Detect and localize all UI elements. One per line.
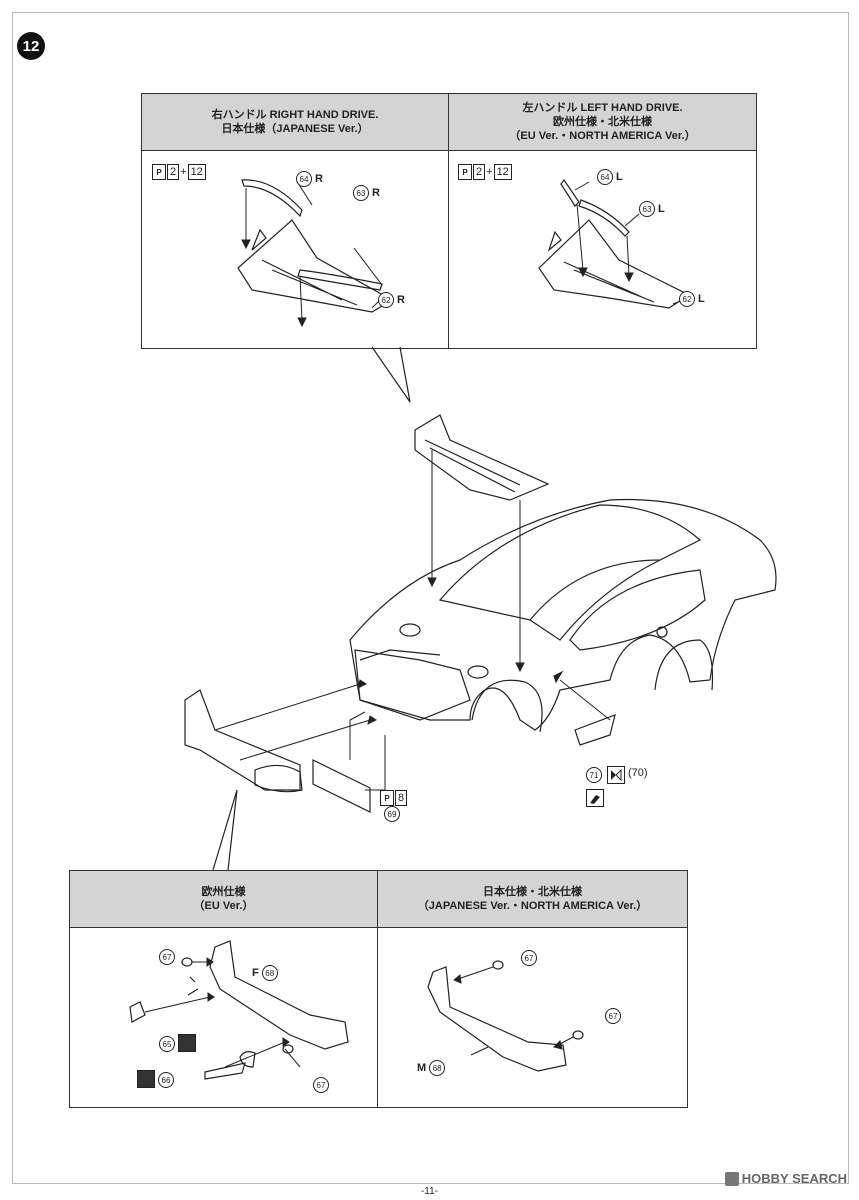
header-line: 右ハンドル RIGHT HAND DRIVE. [211, 109, 379, 121]
header-line: 欧州仕様 [201, 886, 246, 898]
part-callout-67: 67 [159, 949, 175, 965]
region-variant-panel: 欧州仕様 （EU Ver.） 日本仕様・北米仕様 （JAPANESE Ver.・… [69, 870, 688, 1108]
paint-number: 2 [167, 164, 180, 180]
drive-variant-panel: 右ハンドル RIGHT HAND DRIVE. 日本仕様（JAPANESE Ve… [141, 93, 757, 349]
part-callout-66: 66 [158, 1072, 174, 1088]
step-number-badge: 12 [17, 32, 45, 60]
paint-stripe-icon [178, 1034, 196, 1052]
header-line: （EU Ver.・NORTH AMERICA Ver.） [509, 130, 696, 142]
paint-hue-icon: P [152, 164, 166, 180]
part-callout-69: 69 [384, 806, 400, 822]
panel-divider [448, 94, 449, 348]
glue-icon [586, 789, 604, 807]
cowl-assembly-rhd-drawing [237, 179, 394, 328]
header-line: （EU Ver.） [193, 900, 254, 912]
header-line: 日本仕様（JAPANESE Ver.） [221, 123, 369, 135]
paint-stripe-icon [137, 1070, 155, 1088]
paint-number: 12 [493, 164, 512, 180]
panel-divider [377, 871, 378, 1107]
watermark-text: HOBBY SEARCH [741, 1171, 847, 1186]
header-line: 欧州仕様・北米仕様 [553, 116, 652, 128]
header-line: 左ハンドル LEFT HAND DRIVE. [522, 102, 683, 114]
header-line: 日本仕様・北米仕様 [483, 886, 582, 898]
watermark: HOBBY SEARCH [724, 1171, 847, 1186]
cowl-assembly-lhd-drawing [538, 178, 691, 309]
paint-reference: P 2 + 12 [458, 164, 512, 180]
paint-plus: + [180, 166, 187, 178]
header-line: （JAPANESE Ver.・NORTH AMERICA Ver.） [417, 900, 648, 912]
paint-hue-icon: P [380, 790, 394, 806]
page-number: -11- [420, 1186, 439, 1197]
part-callout-71: 71 [586, 767, 602, 783]
part-callout-67: 67 [313, 1077, 329, 1093]
page-frame [12, 12, 849, 1184]
panel-header-eu: 欧州仕様 （EU Ver.） [70, 871, 377, 928]
part-callout-70-alt: (70) [628, 767, 648, 779]
panel-header-left-hand: 左ハンドル LEFT HAND DRIVE. 欧州仕様・北米仕様 （EU Ver… [449, 94, 756, 151]
panel-header-japan-na: 日本仕様・北米仕様 （JAPANESE Ver.・NORTH AMERICA V… [378, 871, 687, 928]
part-callout-65: 65 [159, 1036, 175, 1052]
paint-number: 8 [395, 790, 408, 806]
part-callout-67: 67 [605, 1008, 621, 1024]
paint-reference-69: P 8 [380, 790, 408, 806]
alternative-part-icon [607, 766, 625, 784]
paint-number: 12 [187, 164, 206, 180]
paint-plus: + [486, 166, 493, 178]
paint-hue-icon: P [458, 164, 472, 180]
paint-reference: P 2 + 12 [152, 164, 206, 180]
front-bumper-eu-drawing [129, 940, 349, 1080]
front-bumper-jp-na-drawing [427, 960, 584, 1072]
paint-number: 2 [473, 164, 486, 180]
part-callout-67: 67 [521, 950, 537, 966]
panel-header-right-hand: 右ハンドル RIGHT HAND DRIVE. 日本仕様（JAPANESE Ve… [142, 94, 448, 151]
hobby-search-logo-icon [724, 1171, 739, 1186]
